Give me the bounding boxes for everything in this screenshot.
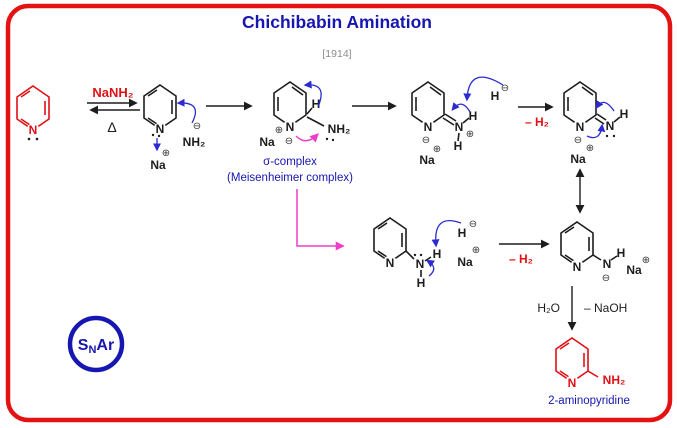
hydrogen-label: H xyxy=(469,109,478,123)
amide-anion-label: NH₂ xyxy=(183,135,206,149)
lone-pair-dot xyxy=(605,134,609,138)
ring-nitrogen-label: N xyxy=(156,122,165,136)
hydride-label: H xyxy=(491,89,500,103)
minus-charge: ⊖ xyxy=(193,121,201,132)
structure-iminium-intermediate: N ⊖ ⊕ Na N ⊕ H H H ⊖ xyxy=(411,76,509,167)
structure-aminopyridine-neutral: N N H H H ⊖ Na ⊕ xyxy=(373,217,480,290)
sodium-label: Na xyxy=(457,255,473,269)
pi-bond-arrow xyxy=(595,100,615,112)
workup-step: H₂O – NaOH xyxy=(537,286,627,331)
minus-naoh-label: – NaOH xyxy=(584,301,627,315)
meisenheimer-label: (Meisenheimer complex) xyxy=(227,172,353,184)
reagent-label: NaNH₂ xyxy=(92,85,133,100)
sodium-label: Na xyxy=(150,158,166,172)
sodium-label: Na xyxy=(259,135,275,149)
structure-product-2-aminopyridine: N NH₂ 2-aminopyridine xyxy=(548,337,630,407)
exo-nitrogen-label: N xyxy=(603,257,612,271)
lone-pair-dot xyxy=(35,137,39,141)
sodium-label: Na xyxy=(419,153,435,167)
exo-nitrogen-label: N xyxy=(606,119,615,133)
plus-charge: ⊕ xyxy=(275,125,283,136)
lone-pair-dot xyxy=(151,133,155,137)
structure-sigma-complex: N ⊖ ⊕ Na H NH₂ σ-complex (Meisenheimer c… xyxy=(227,80,353,184)
structure-sodium-amide-salt: N N H ⊖ Na ⊕ xyxy=(560,221,650,284)
year-label: [1914] xyxy=(322,48,351,60)
plus-charge: ⊕ xyxy=(433,144,441,155)
hydride-shift-arrow xyxy=(303,80,322,108)
nh-bond-electron-arrow xyxy=(425,259,435,277)
snar-s: S xyxy=(78,337,89,354)
sodium-label: Na xyxy=(626,263,642,277)
sigma-complex-label: σ-complex xyxy=(263,156,317,168)
hydrogen-label: H xyxy=(417,276,426,290)
heat-label: Δ xyxy=(107,119,116,135)
plus-charge: ⊕ xyxy=(642,255,650,266)
plus-charge: ⊕ xyxy=(466,129,474,140)
hydride-attack-arrow xyxy=(463,76,504,102)
nucleophile-attack-arrow xyxy=(176,98,196,124)
minus-h2-label: – H₂ xyxy=(525,115,549,129)
lone-pair-dot xyxy=(413,253,417,257)
minus-charge: ⊖ xyxy=(422,135,430,146)
ring-nitrogen-label: N xyxy=(424,120,433,134)
page-title: Chichibabin Amination xyxy=(242,12,432,32)
structure-pyridine-start: N xyxy=(16,85,50,141)
ring-nitrogen-label: N xyxy=(286,120,295,134)
snar-badge-label: SNAr xyxy=(78,337,114,356)
snar-badge: SNAr xyxy=(67,315,125,373)
amino-group-label: NH₂ xyxy=(603,373,626,387)
amino-group-label: NH₂ xyxy=(328,122,351,136)
ring-nitrogen-label: N xyxy=(573,260,582,274)
water-label: H₂O xyxy=(537,301,560,315)
product-name-label: 2-aminopyridine xyxy=(548,395,630,407)
lone-pair-dot xyxy=(27,137,31,141)
structure-imine-anion: N ⊖ ⊕ Na N H xyxy=(563,81,629,166)
minus-charge: ⊖ xyxy=(574,135,582,146)
plus-charge: ⊕ xyxy=(472,245,480,256)
lone-pair-arrow xyxy=(586,123,606,139)
hydride-attack-arrow xyxy=(431,219,462,248)
ring-nitrogen-label: N xyxy=(568,376,577,390)
minus-charge: ⊖ xyxy=(285,136,293,147)
nh-bond-electron-arrow xyxy=(451,102,471,113)
plus-charge: ⊕ xyxy=(586,143,594,154)
lone-pair-dot xyxy=(331,138,335,142)
exo-nitrogen-label: N xyxy=(416,257,425,271)
reverse-path-arrow xyxy=(295,133,319,143)
ring-nitrogen-label: N xyxy=(29,123,38,137)
lone-pair-dot xyxy=(612,134,616,138)
hydrogen-label: H xyxy=(620,107,629,121)
hydrogen-label: H xyxy=(454,139,463,153)
minus-charge: ⊖ xyxy=(501,83,509,94)
diagram-border xyxy=(5,3,673,423)
hydrogen-label: H xyxy=(617,246,626,260)
minus-charge: ⊖ xyxy=(469,219,477,230)
exo-nitrogen-label: N xyxy=(455,120,464,134)
snar-n-subscript: N xyxy=(88,344,96,356)
ring-nitrogen-label: N xyxy=(386,256,395,270)
hydrogen-label: H xyxy=(312,97,321,111)
equilibrium-step: NaNH₂ Δ xyxy=(87,85,140,135)
snar-badge-circle xyxy=(67,315,125,373)
plus-charge: ⊕ xyxy=(162,148,170,159)
lone-pair-dot xyxy=(325,137,329,141)
minus-charge: ⊖ xyxy=(602,273,610,284)
alternative-path-arrow xyxy=(296,189,345,251)
snar-ar: Ar xyxy=(96,337,114,354)
lone-pair-dot xyxy=(419,253,423,257)
sodium-label: Na xyxy=(570,152,586,166)
lone-pair-dot xyxy=(157,134,161,138)
hydrogen-label: H xyxy=(433,247,442,261)
ring-nitrogen-label: N xyxy=(576,120,585,134)
minus-h2-label: – H₂ xyxy=(509,252,533,266)
hydride-label: H xyxy=(458,226,467,240)
structure-pyridine-sodium: N ⊕ Na ⊖ NH₂ xyxy=(143,84,206,172)
